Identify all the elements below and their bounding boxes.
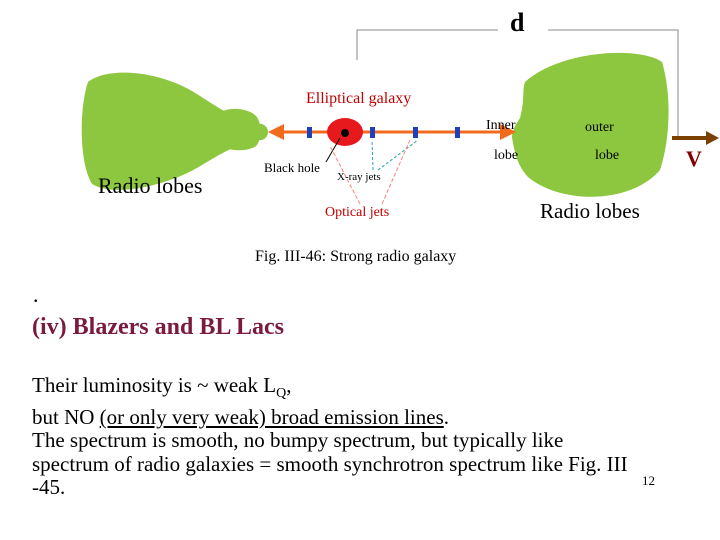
body-line-4: spectrum of radio galaxies = smooth sync… bbox=[32, 451, 628, 476]
body-line-1: Their luminosity is ~ weak LQ, bbox=[32, 373, 292, 402]
jet-knot bbox=[370, 127, 375, 138]
elliptical-galaxy-label: Elliptical galaxy bbox=[306, 90, 412, 107]
inner-lobe-left bbox=[213, 108, 261, 151]
optical-pointer bbox=[329, 145, 361, 205]
velocity-arrowhead bbox=[706, 131, 719, 145]
radio-lobes-left-label: Radio lobes bbox=[98, 173, 203, 198]
distance-bracket bbox=[356, 29, 679, 140]
inner-lobe-label: lobe bbox=[494, 148, 519, 163]
black-hole-label: Black hole bbox=[264, 160, 320, 175]
body-line-5: -45. bbox=[32, 475, 66, 500]
body-text: Their luminosity is ~ weak LQ, but NO (o… bbox=[32, 373, 628, 500]
left-jet-arrowhead bbox=[268, 124, 284, 140]
right-jet-arrowhead bbox=[500, 124, 516, 140]
jet-knot bbox=[307, 127, 312, 138]
jet-knot bbox=[413, 127, 418, 138]
figure-caption: Fig. III-46: Strong radio galaxy bbox=[255, 248, 457, 265]
optical-jets-label: Optical jets bbox=[325, 205, 390, 220]
radio-lobes-right-label: Radio lobes bbox=[540, 199, 640, 223]
black-hole-pointer bbox=[325, 137, 341, 163]
left-radio-lobe bbox=[81, 72, 268, 190]
distance-label: d bbox=[510, 8, 525, 37]
radio-galaxy-diagram bbox=[81, 29, 719, 205]
black-hole-dot bbox=[341, 129, 349, 137]
inner-label: Inner bbox=[486, 118, 516, 133]
optical-pointer bbox=[381, 139, 411, 205]
right-radio-lobe bbox=[512, 52, 669, 197]
body-line-3: The spectrum is smooth, no bumpy spectru… bbox=[32, 428, 564, 453]
section-heading: (iv) Blazers and BL Lacs bbox=[32, 314, 285, 340]
xray-pointer bbox=[377, 139, 419, 171]
xray-pointer bbox=[371, 139, 374, 171]
outer-lobe-label: lobe bbox=[595, 148, 620, 163]
bullet: . bbox=[33, 282, 39, 307]
page-number: 12 bbox=[642, 473, 655, 488]
body-line-2: but NO (or only very weak) broad emissio… bbox=[32, 404, 450, 429]
jet-knot bbox=[455, 127, 460, 138]
xray-jets-label: X-ray jets bbox=[337, 171, 381, 183]
outer-label: outer bbox=[585, 120, 614, 135]
velocity-label: V bbox=[686, 146, 702, 171]
